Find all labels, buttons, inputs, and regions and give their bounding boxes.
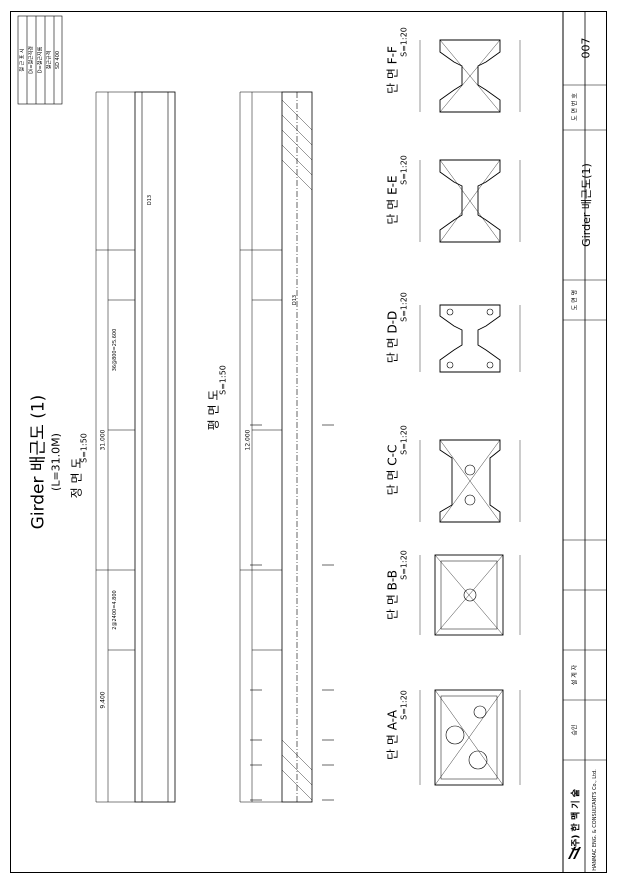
note-line: D=철근지름 bbox=[37, 46, 44, 74]
tb-drawing-name-label: 도 면 명 bbox=[571, 289, 579, 311]
dim-half: 12.000 bbox=[244, 429, 252, 451]
elevation-title: 정 면 도 bbox=[69, 457, 84, 499]
plan-title: 평 면 도 bbox=[206, 389, 221, 431]
section-scale-d: S=1:20 bbox=[399, 292, 409, 322]
tb-drawing-name: Girder 배근도(1) bbox=[580, 163, 593, 247]
section-scale-b: S=1:20 bbox=[399, 550, 409, 580]
company-name-kr: (주) 한 맥 기 술 bbox=[571, 788, 582, 852]
section-title-b: 단 면 B-B bbox=[385, 569, 400, 621]
section-title-d: 단 면 D-D bbox=[385, 310, 400, 364]
bar-mark-label: D13 bbox=[147, 194, 153, 206]
tb-approval-label: 승인 bbox=[571, 724, 579, 736]
plan-scale: S=1:50 bbox=[218, 365, 228, 395]
note-line: SD 400 bbox=[55, 50, 61, 70]
section-scale-c: S=1:20 bbox=[399, 425, 409, 455]
note-line: 철 근 표 시 bbox=[19, 48, 26, 72]
tb-drawing-no-label: 도 면 번 호 bbox=[571, 93, 579, 121]
note-line: Di=철근직경 bbox=[28, 46, 35, 74]
dim-segment-b: 2@2400=4.800 bbox=[112, 590, 118, 630]
section-scale-e: S=1:20 bbox=[399, 155, 409, 185]
section-title-f: 단 면 F-F bbox=[385, 46, 400, 94]
tb-drawing-number: 007 bbox=[579, 37, 593, 59]
drawing-frame bbox=[10, 11, 607, 873]
drawing-subtitle: (L=31.0M) bbox=[49, 433, 63, 491]
dim-total: 31.000 bbox=[99, 429, 107, 451]
section-title-e: 단 면 E-E bbox=[385, 175, 400, 225]
note-line: 철근규격 bbox=[46, 50, 53, 70]
dim-segment-a: 9.400 bbox=[99, 691, 107, 709]
company-logo-icon bbox=[566, 845, 582, 861]
bar-mark-label: D13 bbox=[292, 294, 298, 306]
section-scale-a: S=1:20 bbox=[399, 690, 409, 720]
section-title-a: 단 면 A-A bbox=[385, 710, 400, 760]
elevation-scale: S=1:50 bbox=[79, 433, 89, 463]
company-name-en: HANMAC ENG. & CONSULTANTS Co., Ltd. bbox=[592, 769, 598, 871]
section-scale-f: S=1:20 bbox=[399, 27, 409, 57]
section-title-c: 단 면 C-C bbox=[385, 444, 400, 496]
dim-segment-c: 36@800=25.600 bbox=[112, 328, 118, 372]
tb-design-label: 설 계 자 bbox=[571, 664, 579, 686]
drawing-title: Girder 배근도 (1) bbox=[28, 394, 49, 530]
